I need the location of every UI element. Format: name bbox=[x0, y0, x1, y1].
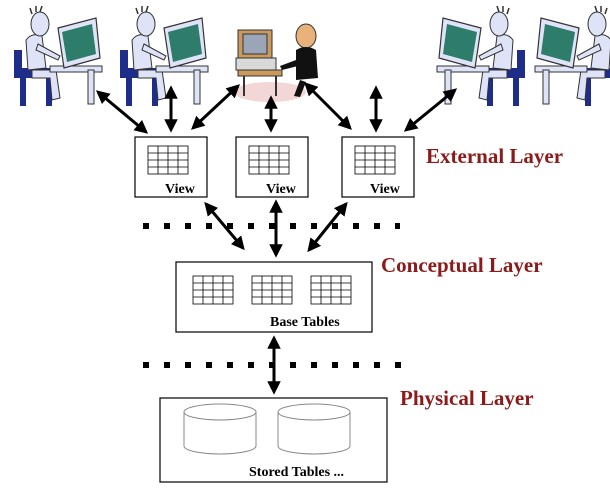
base-tables-label: Base Tables bbox=[270, 315, 340, 330]
conceptual-layer-label: Conceptual Layer bbox=[381, 253, 543, 277]
view-label: View bbox=[165, 182, 196, 197]
physical-layer-label: Physical Layer bbox=[400, 386, 534, 410]
cylinder-icon bbox=[277, 403, 351, 455]
view-box-1: View bbox=[134, 136, 208, 198]
view-label: View bbox=[266, 182, 297, 197]
stored-tables-box: Stored Tables ... bbox=[159, 397, 388, 483]
table-grid-icon bbox=[147, 145, 189, 175]
view-label: View bbox=[370, 182, 401, 197]
table-grid-icon bbox=[248, 145, 290, 175]
user-at-computer-icon bbox=[119, 5, 209, 107]
view-box-2: View bbox=[235, 136, 309, 198]
stored-tables-label: Stored Tables ... bbox=[249, 465, 344, 480]
user-at-computer-icon bbox=[534, 5, 610, 107]
view-base-arrows bbox=[204, 199, 348, 258]
programmer-at-workstation-icon bbox=[234, 23, 318, 102]
table-grid-icon bbox=[192, 275, 234, 305]
user-at-computer-icon bbox=[436, 5, 526, 107]
user-view-arrows bbox=[95, 82, 458, 134]
user-at-computer-icon bbox=[13, 5, 103, 107]
table-grid-icon bbox=[251, 275, 293, 305]
table-grid-icon bbox=[354, 145, 396, 175]
cylinder-icon bbox=[183, 403, 257, 455]
view-box-3: View bbox=[341, 136, 415, 198]
base-tables-box: Base Tables bbox=[175, 261, 373, 333]
external-layer-label: External Layer bbox=[426, 144, 563, 168]
table-grid-icon bbox=[310, 275, 352, 305]
